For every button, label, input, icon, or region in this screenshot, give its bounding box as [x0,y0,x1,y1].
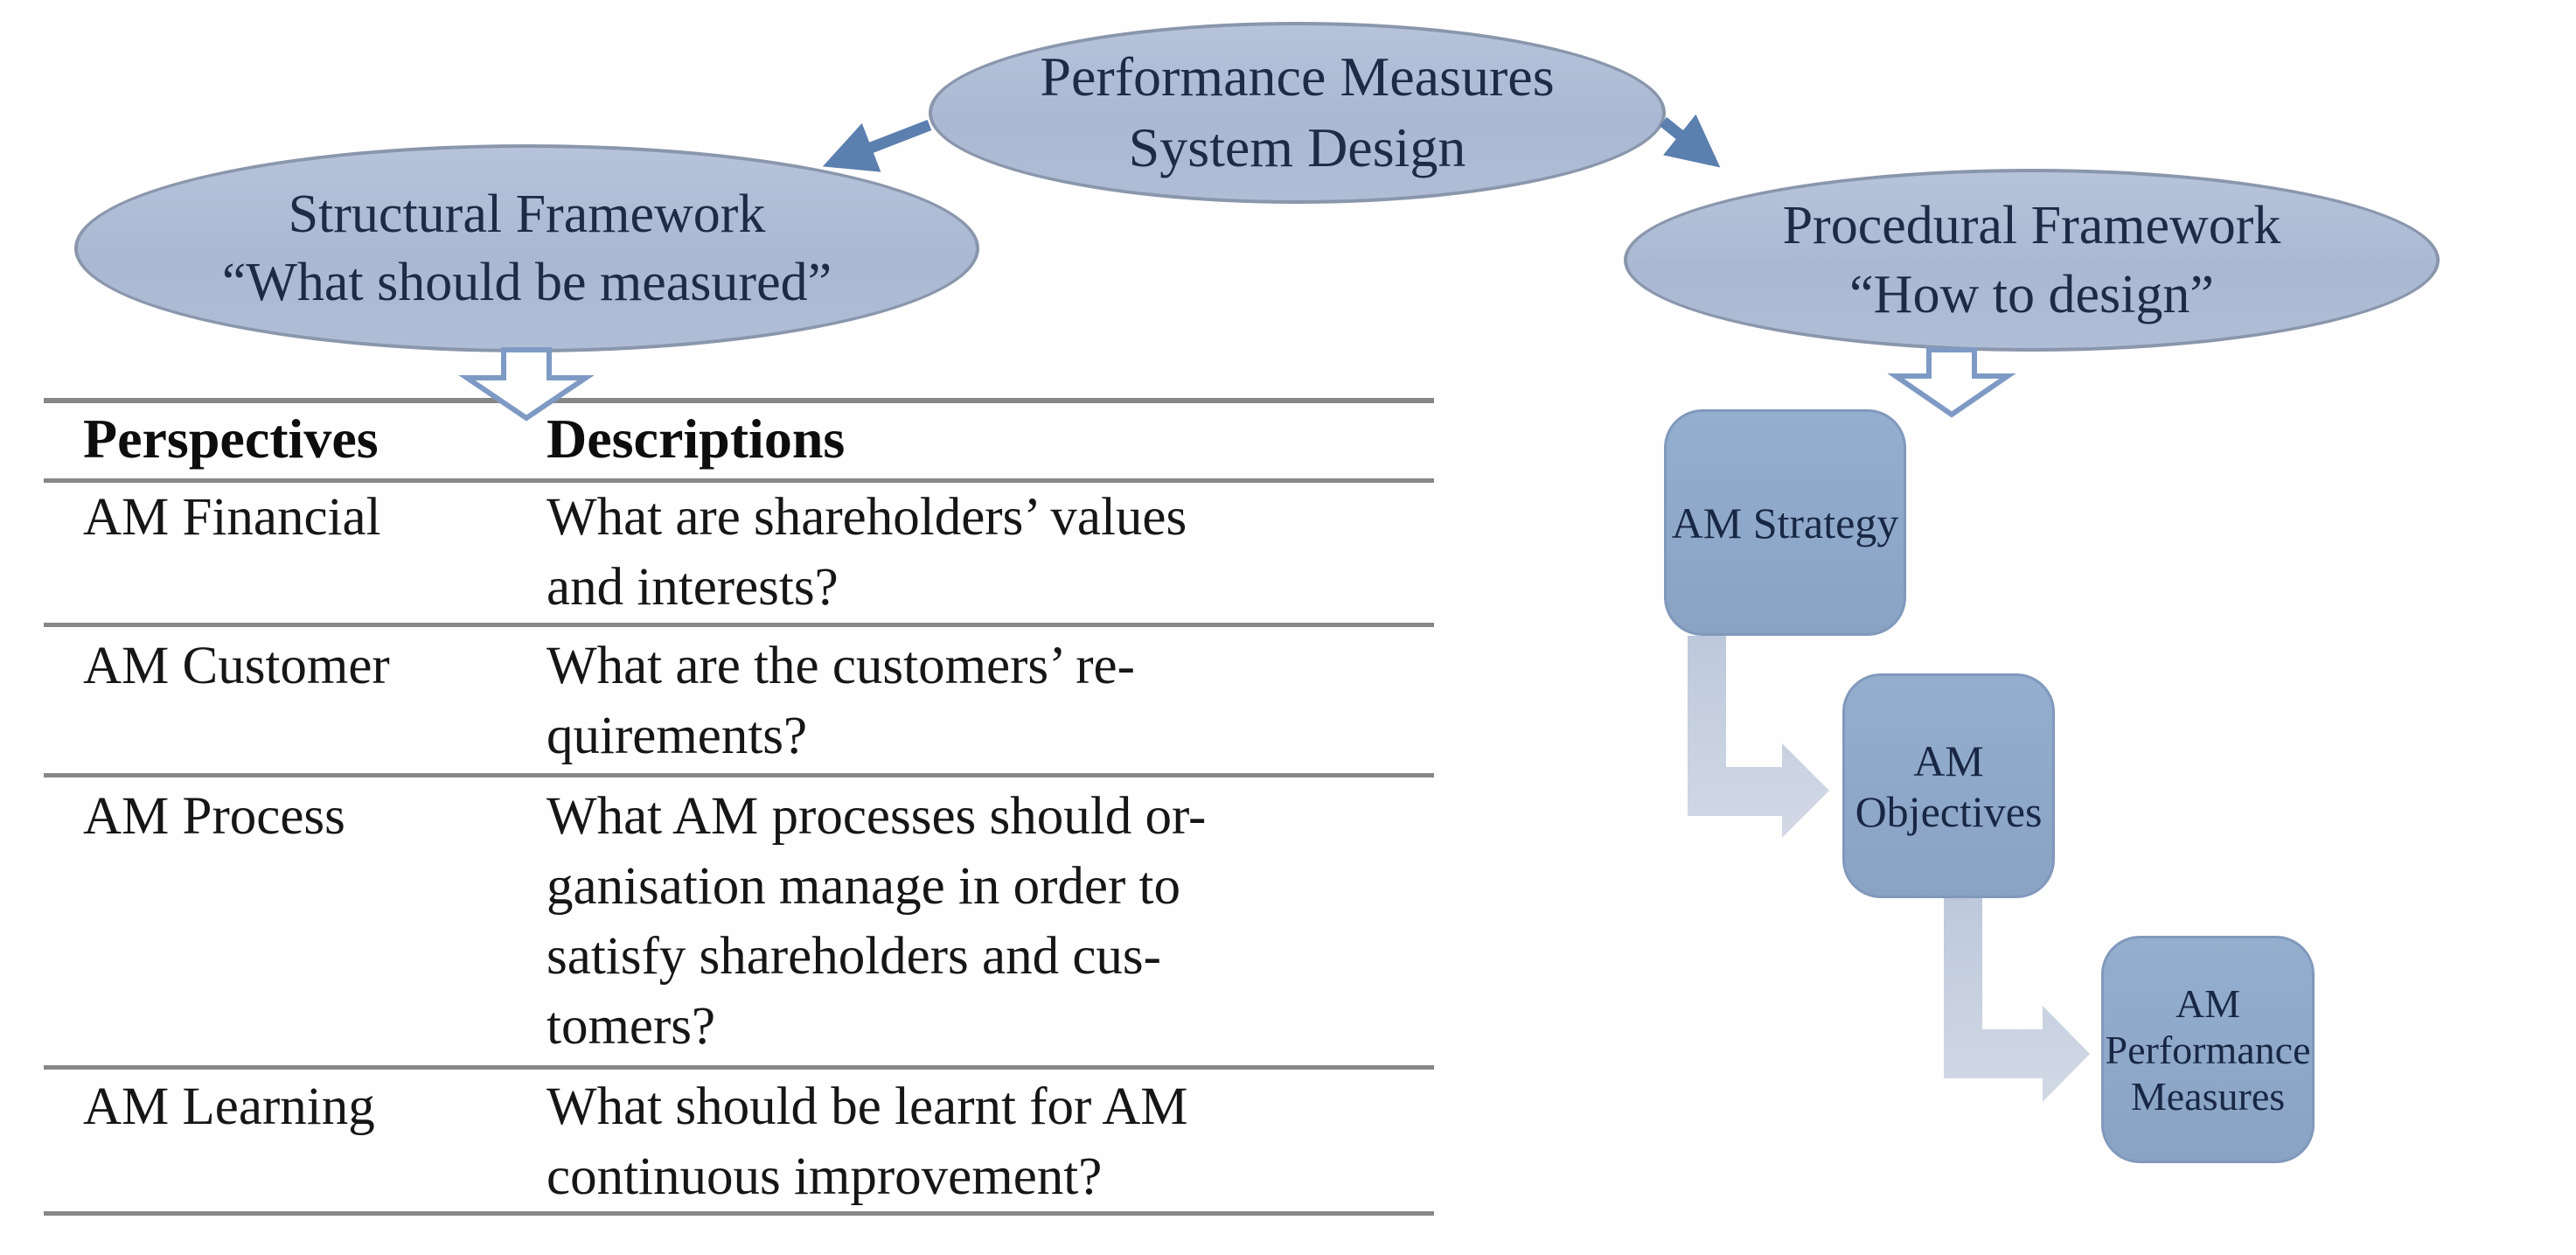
node-procedural-framework: Procedural Framework “How to design” [1624,169,2440,352]
node-procedural-label: Procedural Framework “How to design” [1782,196,2281,324]
node-structural-framework: Structural Framework “What should be mea… [74,144,979,352]
table-cell-description: What are shareholders’ values and intere… [547,488,1187,617]
table-cell-perspective: AM Financial [83,488,381,547]
table-cell-description: What should be learnt for AM continuous … [547,1077,1188,1206]
table-rule-row1 [44,623,1434,627]
table-cell-perspective: AM Process [83,787,345,846]
table-header-descriptions: Descriptions [547,408,846,470]
table-header-perspectives: Perspectives [83,408,379,470]
root-to-procedural-arrow [1659,114,1721,168]
table-rule-row2 [44,773,1434,777]
strategy-to-objectives-elbow-arrow [1688,636,1829,838]
table-cell-perspective: AM Learning [83,1077,375,1136]
flow-box-am-performance-measures-label: AM Performance Measures [2105,980,2311,1119]
table-cell-description: What AM processes should or- ganisation … [547,787,1207,1056]
table-rule-bottom [44,1211,1434,1216]
node-performance-measures-system-design: Performance Measures System Design [929,22,1666,204]
table-rule-row3 [44,1065,1434,1070]
flow-box-am-strategy: AM Strategy [1664,409,1906,636]
root-to-structural-arrow [822,119,932,172]
table-cell-perspective: AM Customer [83,637,390,695]
objectives-to-measures-elbow-arrow [1944,898,2090,1102]
flow-box-am-performance-measures: AM Performance Measures [2101,936,2315,1163]
flow-box-am-strategy-label: AM Strategy [1671,498,1899,547]
node-root-label: Performance Measures System Design [1040,45,1555,178]
table-rule-header [44,478,1434,483]
flow-box-am-objectives-label: AM Objectives [1855,736,2043,836]
table-rule-top [44,398,1434,403]
table-cell-description: What are the customers’ re- quirements? [547,637,1135,765]
node-structural-label: Structural Framework “What should be mea… [221,184,832,312]
flow-box-am-objectives: AM Objectives [1842,673,2055,898]
procedural-to-flow-block-arrow [1887,347,2016,418]
